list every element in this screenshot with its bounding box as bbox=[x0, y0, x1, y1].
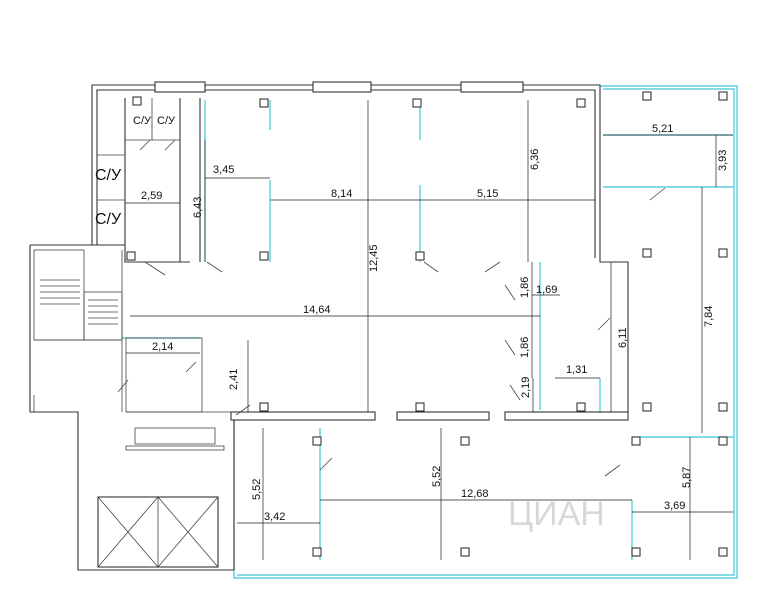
dim-2-14: 2,14 bbox=[152, 341, 173, 353]
dim-7-84: 7,84 bbox=[703, 306, 715, 327]
dim-14-64: 14,64 bbox=[303, 304, 331, 316]
wc-label-small-2: С/У bbox=[157, 115, 176, 127]
dim-3-45: 3,45 bbox=[213, 164, 234, 176]
dim-1-86-lower: 1,86 bbox=[519, 337, 531, 358]
doors bbox=[117, 139, 666, 477]
dim-1-86-upper: 1,86 bbox=[519, 277, 531, 298]
dim-1-69: 1,69 bbox=[536, 284, 557, 296]
building-walls bbox=[29, 84, 629, 571]
watermark: ЦИАН bbox=[508, 495, 605, 533]
dimension-lines bbox=[125, 100, 733, 560]
dim-2-59: 2,59 bbox=[141, 190, 162, 202]
dim-2-41: 2,41 bbox=[228, 369, 240, 390]
dim-5-52-center: 5,52 bbox=[431, 466, 443, 487]
dim-5-52-left: 5,52 bbox=[251, 479, 263, 500]
dim-12-45: 12,45 bbox=[368, 244, 380, 272]
dim-2-19: 2,19 bbox=[520, 377, 532, 398]
dim-12-68: 12,68 bbox=[461, 488, 489, 500]
dim-8-14: 8,14 bbox=[331, 188, 352, 200]
dim-3-93: 3,93 bbox=[717, 150, 729, 171]
dim-5-87: 5,87 bbox=[681, 467, 693, 488]
columns bbox=[126, 91, 728, 557]
dim-3-42: 3,42 bbox=[264, 511, 285, 523]
dim-5-15: 5,15 bbox=[477, 188, 498, 200]
dim-6-43: 6,43 bbox=[192, 197, 204, 218]
dim-1-31: 1,31 bbox=[566, 364, 587, 376]
staircase bbox=[40, 279, 118, 325]
wc-label-1: С/У bbox=[95, 167, 122, 184]
dim-6-36: 6,36 bbox=[529, 149, 541, 170]
dim-5-21: 5,21 bbox=[652, 123, 673, 135]
wc-label-2: С/У bbox=[95, 211, 122, 228]
leasable-area-outline bbox=[122, 85, 738, 579]
wc-label-small-1: С/У bbox=[133, 115, 152, 127]
dim-3-69: 3,69 bbox=[664, 500, 685, 512]
windows bbox=[154, 81, 524, 93]
dim-6-11: 6,11 bbox=[617, 327, 629, 348]
